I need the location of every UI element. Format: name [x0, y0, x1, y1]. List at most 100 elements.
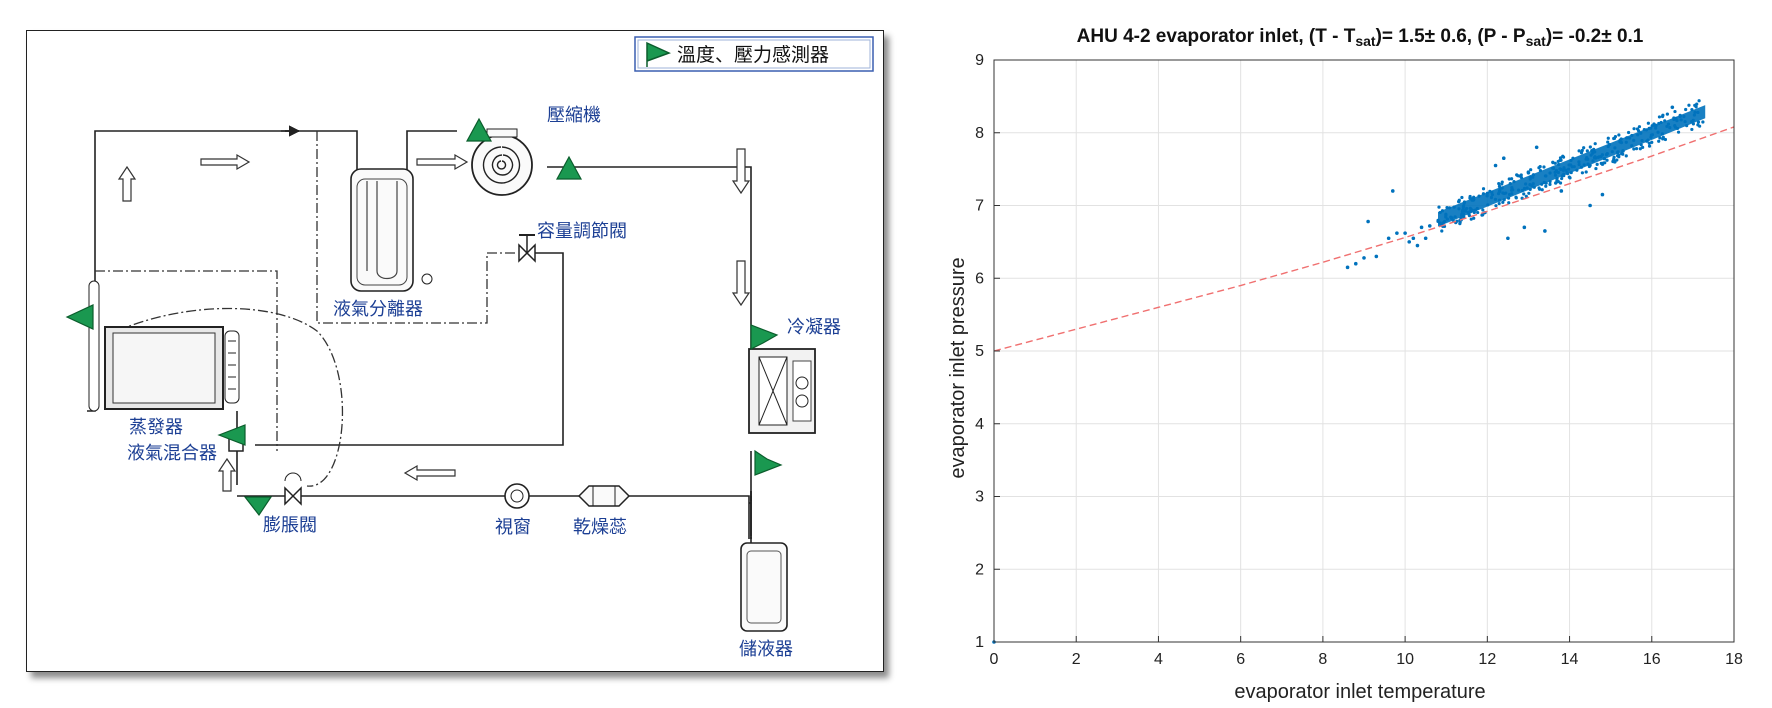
data-point	[1621, 149, 1625, 153]
data-point	[1634, 147, 1639, 151]
data-point	[1663, 119, 1667, 123]
data-point	[1660, 114, 1665, 119]
data-point	[1553, 173, 1558, 177]
data-point	[1595, 162, 1599, 166]
data-point	[1577, 162, 1581, 167]
data-point	[1559, 167, 1563, 172]
y-tick-label: 3	[975, 489, 984, 506]
data-point	[1447, 206, 1452, 210]
data-point	[1515, 173, 1519, 177]
data-point	[1569, 163, 1573, 167]
data-point	[1460, 195, 1464, 200]
sensor-icon	[555, 155, 583, 180]
data-point	[1395, 231, 1399, 235]
data-point	[1524, 194, 1528, 198]
data-point	[1588, 145, 1592, 149]
data-point	[1673, 109, 1677, 114]
flow-arrows	[117, 125, 751, 492]
y-tick-label: 1	[975, 634, 984, 651]
data-point	[1593, 155, 1597, 159]
data-point	[1534, 145, 1539, 150]
data-point	[1606, 136, 1610, 140]
diagram-svg: 溫度、壓力感測器	[65, 36, 874, 660]
data-point	[1565, 170, 1569, 174]
data-point	[1526, 170, 1531, 175]
data-point	[1582, 146, 1586, 150]
accumulator-label: 液氣分離器	[333, 299, 423, 320]
data-point	[1584, 157, 1588, 161]
data-point	[1666, 122, 1671, 126]
data-point	[1501, 156, 1506, 161]
condenser	[748, 348, 816, 434]
grid-layer	[993, 59, 1735, 643]
data-point	[1585, 149, 1589, 153]
data-point	[1554, 168, 1559, 172]
legend-sensor-icon	[646, 41, 671, 67]
data-point	[1630, 133, 1634, 138]
data-point	[1617, 133, 1621, 137]
data-point	[1556, 159, 1560, 164]
filter-drier-label: 乾燥蕊	[573, 517, 627, 538]
data-point	[1650, 140, 1654, 144]
data-point	[1577, 160, 1581, 164]
data-point	[1415, 243, 1420, 248]
data-point	[1471, 198, 1475, 202]
mixer-label: 液氣混合器	[127, 443, 217, 464]
expansion-valve-label: 膨脹閥	[263, 515, 317, 536]
expansion-valve	[284, 472, 302, 506]
data-point	[1605, 152, 1609, 156]
data-point	[1403, 231, 1407, 235]
data-point	[1569, 170, 1573, 175]
data-point	[1502, 198, 1506, 202]
data-point	[1485, 191, 1489, 195]
data-point	[1443, 219, 1447, 224]
chart-title-prefix: AHU 4-2 evaporator inlet, (T - T	[1077, 26, 1356, 47]
data-point	[1692, 113, 1696, 117]
data-point	[1560, 176, 1564, 181]
refrigerant-pipes	[87, 130, 752, 539]
data-point	[1485, 194, 1489, 198]
data-point	[1584, 170, 1588, 174]
data-point	[1531, 173, 1536, 177]
y-tick-label: 4	[975, 416, 984, 433]
data-point	[1632, 147, 1636, 151]
data-point	[1660, 132, 1664, 136]
data-point	[1561, 168, 1565, 172]
data-point	[1670, 105, 1675, 110]
data-point	[1520, 188, 1524, 193]
data-point	[1500, 186, 1504, 190]
data-point	[1562, 172, 1566, 176]
data-point	[1477, 194, 1481, 198]
data-point	[1451, 218, 1455, 222]
data-point	[1672, 117, 1676, 121]
data-point	[1588, 203, 1592, 208]
capacity-valve-label: 容量調節閥	[537, 221, 627, 242]
data-point	[1440, 209, 1445, 213]
data-point	[1647, 141, 1651, 145]
data-point	[1665, 112, 1669, 116]
data-point	[1548, 179, 1552, 184]
data-point	[1497, 201, 1501, 206]
data-point	[1635, 127, 1640, 131]
data-point	[1531, 182, 1535, 186]
data-point	[1642, 128, 1646, 132]
data-point	[1542, 165, 1546, 169]
data-point	[1490, 193, 1495, 197]
data-point	[1636, 133, 1640, 137]
data-point	[1696, 120, 1701, 124]
data-point	[1497, 189, 1502, 193]
data-point	[1558, 156, 1563, 160]
data-point	[1612, 155, 1616, 159]
data-point	[1471, 208, 1475, 213]
data-point	[1548, 182, 1552, 187]
data-point	[1472, 195, 1476, 199]
legend-text: 溫度、壓力感測器	[677, 44, 829, 66]
data-point	[1540, 182, 1544, 186]
data-point	[1600, 192, 1605, 197]
data-point	[1656, 130, 1660, 134]
data-point	[1436, 219, 1440, 223]
data-point	[1612, 160, 1617, 164]
data-point	[1621, 152, 1625, 156]
data-point	[1624, 140, 1628, 144]
